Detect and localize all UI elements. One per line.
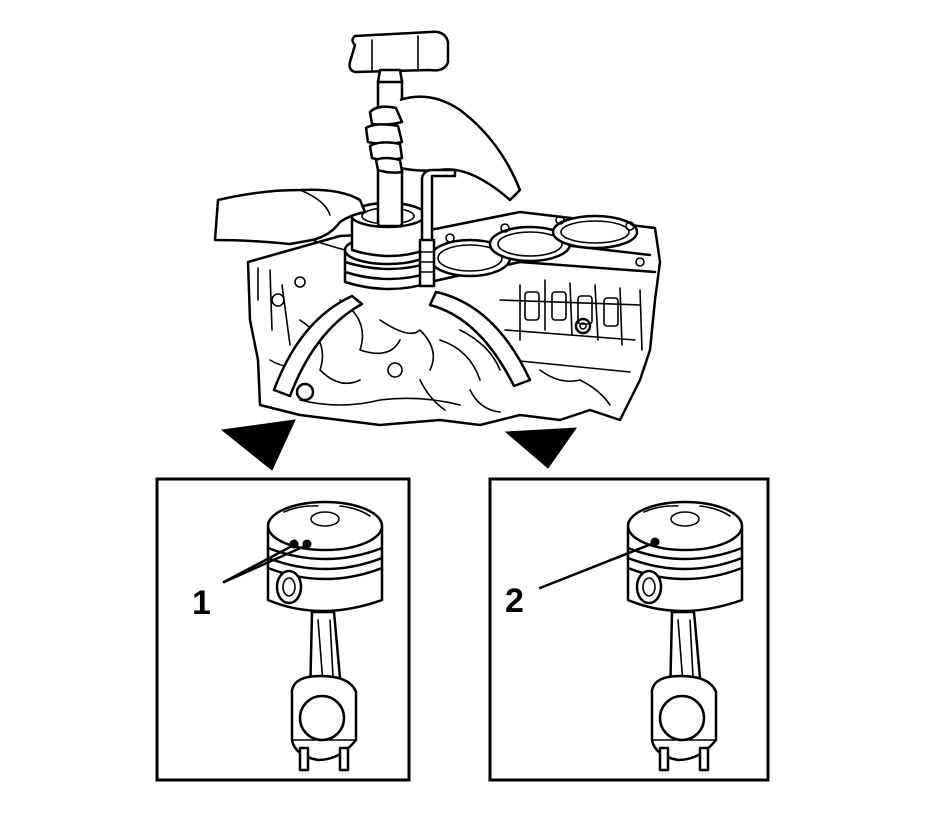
curved-arrow-icon <box>428 290 578 469</box>
right-detail-panel: 2 <box>488 477 770 782</box>
callout-leader <box>222 544 307 584</box>
engine-block-icon <box>246 210 662 427</box>
hand-icon <box>213 188 367 251</box>
callout-label-1: 1 <box>192 584 211 622</box>
l-tool-icon <box>418 168 457 288</box>
curved-arrow-icon <box>220 294 364 471</box>
piston-icon <box>266 500 384 772</box>
piston-icon <box>626 500 744 772</box>
left-detail-panel: 1 <box>155 477 411 782</box>
callout-leader <box>538 541 656 590</box>
callout-label-2: 2 <box>505 582 524 620</box>
